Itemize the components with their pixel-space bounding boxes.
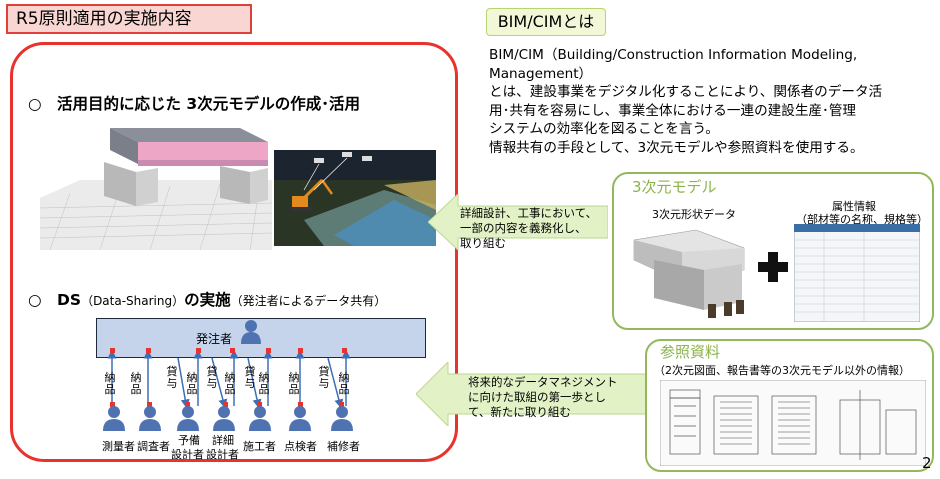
person-icon-repairer [331, 406, 353, 431]
delivery-label-2: 納品 [130, 371, 142, 396]
person-icon-detailed-designer [213, 406, 235, 431]
person-icon-preliminary-designer [177, 406, 199, 431]
person-icon-inspector [289, 406, 311, 431]
bim-line-6: 情報共有の手段として、3次元モデルや参照資料を使用する。 [489, 139, 864, 156]
delivery-label-1: 納品 [104, 371, 116, 396]
bullet-3d-model: ○ 活用目的に応じた 3次元モデルの作成･活用 [28, 95, 360, 113]
shape-data-label: 3次元形状データ [652, 208, 736, 221]
arrow-mandatory-text: 詳細設計、工事において、 一部の内容を義務化し、 取り組む [460, 206, 597, 251]
left-panel [10, 42, 458, 462]
lend-label-4: 貸与 [318, 365, 330, 390]
role-repairer: 補修者 [327, 440, 360, 453]
bim-cim-definition: BIM/CIM（Building/Construction Informatio… [489, 46, 934, 157]
lend-label-1: 貸与 [166, 365, 178, 390]
construction-scene-image [274, 150, 436, 246]
bim-line-3: とは、建設事業をデジタル化することにより、関係者のデータ活 [489, 84, 883, 100]
arrow-future-text: 将来的なデータマネジメント に向けた取組の第一歩とし て、新たに取り組む [468, 375, 618, 420]
bim-line-5: システムの効率化を図ることを言う。 [489, 121, 719, 137]
arrow2-line-2: に向けた取組の第一歩とし [468, 390, 606, 404]
arrow-future [416, 362, 648, 426]
delivery-label-3: 納品 [186, 371, 198, 396]
arrow2-line-3: て、新たに取り組む [468, 405, 571, 419]
plus-icon [758, 252, 788, 282]
ds-label: ○ DS [28, 291, 82, 309]
delivery-label-4: 納品 [224, 371, 236, 396]
arrow1-line-1: 詳細設計、工事において、 [460, 206, 598, 220]
delivery-label-5: 納品 [258, 371, 270, 396]
role-detailed-bottom: 設計者 [206, 448, 239, 461]
attribute-table-image [794, 224, 920, 322]
bim-cim-heading: BIM/CIMとは [486, 8, 606, 36]
attribute-info-label: 属性情報 [832, 200, 876, 213]
role-inspector: 点検者 [284, 440, 317, 453]
role-preliminary-top: 予備 [178, 434, 200, 447]
role-surveyor: 測量者 [102, 440, 135, 453]
orderer-person-icon [241, 320, 261, 344]
lend-label-2: 貸与 [206, 365, 218, 390]
arrow1-line-3: 取り組む [460, 236, 506, 250]
bim-line-2: Management） [489, 65, 593, 82]
ds-note: （発注者によるデータ共有） [230, 294, 387, 308]
arrow-mandatory [428, 194, 608, 252]
data-sharing-arrows [107, 348, 351, 409]
bullet-data-sharing: ○ DS（Data-Sharing）の実施（発注者によるデータ共有） [28, 288, 386, 310]
ds-mid: の実施 [184, 291, 231, 309]
bim-line-4: 用･共有を容易にし、事業全体における一連の建設生産･管理 [489, 102, 857, 119]
reference-drawings-image [660, 380, 926, 466]
arrow2-line-1: 将来的なデータマネジメント [468, 375, 618, 389]
person-icon-surveyor [103, 406, 125, 431]
person-icon-constructor [249, 406, 271, 431]
page-number: 2 [922, 454, 932, 472]
attribute-info-sub: （部材等の名称、規格等） [796, 213, 928, 226]
role-investigator: 調査者 [137, 440, 170, 453]
orderer-label: 発注者 [196, 332, 233, 346]
role-detailed-top: 詳細 [212, 434, 234, 447]
reference-panel-title: 参照資料 [660, 343, 721, 361]
person-icon-investigator [139, 406, 161, 431]
bridge-model-image [40, 128, 272, 250]
reference-panel-subtitle: （2次元図面、報告書等の3次元モデル以外の情報） [654, 364, 910, 377]
ds-paren: （Data-Sharing） [81, 294, 185, 308]
role-preliminary-bottom: 設計者 [171, 448, 204, 461]
arrow1-line-2: 一部の内容を義務化し、 [460, 221, 587, 235]
lend-label-3: 貸与 [244, 365, 256, 390]
delivery-label-7: 納品 [338, 371, 350, 396]
bim-line-1: BIM/CIM（Building/Construction Informatio… [489, 47, 858, 63]
delivery-label-6: 納品 [288, 371, 300, 396]
shape-data-image [633, 229, 745, 318]
section-title: R5原則適用の実施内容 [6, 4, 252, 34]
model-panel-title: 3次元モデル [632, 178, 717, 196]
stakeholder-icons [103, 406, 353, 431]
role-constructor: 施工者 [243, 440, 276, 453]
